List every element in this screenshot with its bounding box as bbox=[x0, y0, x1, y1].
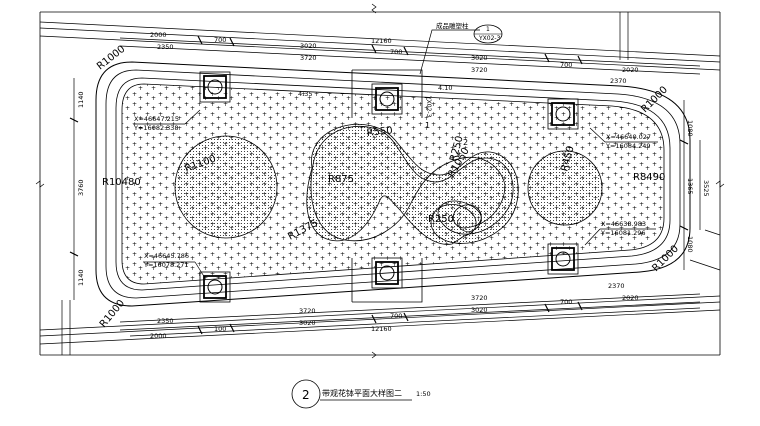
label-c4-x: X=46638.983 bbox=[601, 220, 646, 228]
caption-number: 2 bbox=[302, 388, 310, 402]
tag-2: 2 bbox=[463, 138, 468, 147]
dimension-lines bbox=[69, 35, 701, 337]
label-c2-x: X=46645.786 bbox=[144, 252, 189, 260]
drawing-frame bbox=[35, 3, 725, 359]
label-bot-3020-b: 3020 bbox=[471, 306, 488, 314]
elevation-a: 4.10 bbox=[438, 84, 452, 92]
label-bot-3020-a: 3020 bbox=[299, 319, 316, 327]
label-r-right: R8490 bbox=[633, 172, 665, 183]
side-ref: YX02-3 bbox=[425, 95, 432, 118]
label-top-2370: 2370 bbox=[610, 77, 627, 85]
label-bot-2020: 2020 bbox=[622, 294, 639, 302]
label-left-1140-b: 1140 bbox=[77, 269, 85, 286]
callout-ref-bottom: YX02-3 bbox=[478, 35, 501, 42]
caption-title: 带观花钵平面大样图二 bbox=[322, 388, 402, 398]
paving-lines bbox=[39, 12, 721, 355]
label-r-br: R1000 bbox=[650, 243, 681, 274]
label-right-3525: 3525 bbox=[702, 180, 710, 197]
label-left-1140-a: 1140 bbox=[77, 91, 85, 108]
label-bot-100: 100 bbox=[214, 325, 226, 333]
label-top-700-a: 700 bbox=[214, 36, 226, 44]
elevation-b: 4.35 bbox=[298, 90, 312, 98]
label-top-3020-a: 3020 bbox=[300, 42, 317, 50]
label-bot-700-a: 700 bbox=[390, 312, 402, 320]
sculpture-callout: 成品雕塑柱 1 YX02-3 bbox=[436, 21, 503, 44]
side-dimensions: 1140 3760 1140 1080 1365 3525 1080 bbox=[77, 91, 710, 286]
label-top-3720-a: 3720 bbox=[300, 54, 317, 62]
label-c1-x: X=46647.215 bbox=[134, 115, 179, 123]
label-bot-left-b: 2000 bbox=[150, 332, 167, 340]
label-top-left-a: 2000 bbox=[150, 31, 167, 39]
label-top-total: 12160 bbox=[371, 37, 392, 45]
label-c3-x: X=46640.027 bbox=[606, 133, 651, 141]
leader-lines bbox=[133, 29, 658, 279]
label-r-s4: R250 bbox=[428, 214, 454, 225]
label-r-left: R10480 bbox=[102, 177, 141, 188]
label-c2-y: Y=16078.271 bbox=[143, 261, 189, 269]
label-bot-left-a: 2350 bbox=[157, 317, 174, 325]
label-top-2020: 2020 bbox=[622, 66, 639, 74]
label-left-3760: 3760 bbox=[77, 179, 85, 196]
caption-scale: 1:50 bbox=[416, 390, 431, 398]
label-bot-total: 12160 bbox=[371, 325, 392, 333]
callout-label: 成品雕塑柱 bbox=[436, 21, 469, 30]
label-r-s1: R550 bbox=[366, 125, 393, 139]
label-r-s2: R875 bbox=[328, 174, 354, 185]
label-c3-y: Y=16084.249 bbox=[605, 142, 651, 150]
tag-1: 1 bbox=[425, 121, 430, 130]
drawing-caption: 2 带观花钵平面大样图二 1:50 bbox=[291, 379, 431, 409]
callout-ref-top: 1 bbox=[486, 26, 490, 33]
label-bot-700-b: 700 bbox=[560, 298, 572, 306]
coordinate-labels: X=46647.215 Y=16082.338 X=46645.786 Y=16… bbox=[133, 115, 651, 269]
label-top-3020-b: 3020 bbox=[471, 54, 488, 62]
label-c4-y: Y=16081.296 bbox=[600, 229, 646, 237]
bottom-dimensions: 2350 2000 100 3720 3020 700 12160 3720 3… bbox=[150, 282, 639, 340]
pillar-symbols bbox=[199, 69, 579, 303]
label-top-700-b: 700 bbox=[390, 48, 402, 56]
label-bot-3720-a: 3720 bbox=[299, 307, 316, 315]
label-top-left-b: 2350 bbox=[157, 43, 174, 51]
section-mark: YX02-3 4.10 4.35 1 2 bbox=[298, 84, 468, 147]
label-bot-3720-b: 3720 bbox=[471, 294, 488, 302]
label-top-700-c: 700 bbox=[560, 61, 572, 69]
label-top-3720-b: 3720 bbox=[471, 66, 488, 74]
top-dimensions: 2000 2350 700 12160 3020 3720 700 3020 3… bbox=[150, 31, 639, 85]
label-right-1080-b: 1080 bbox=[686, 236, 694, 253]
label-r-tl: R1000 bbox=[95, 44, 127, 73]
planter-curbs bbox=[95, 61, 691, 307]
label-right-1365: 1365 bbox=[686, 178, 694, 195]
dotted-beds bbox=[174, 123, 603, 245]
label-right-1080-a: 1080 bbox=[686, 120, 694, 137]
label-bot-2370: 2370 bbox=[608, 282, 625, 290]
label-c1-y: Y=16082.338 bbox=[133, 124, 179, 132]
